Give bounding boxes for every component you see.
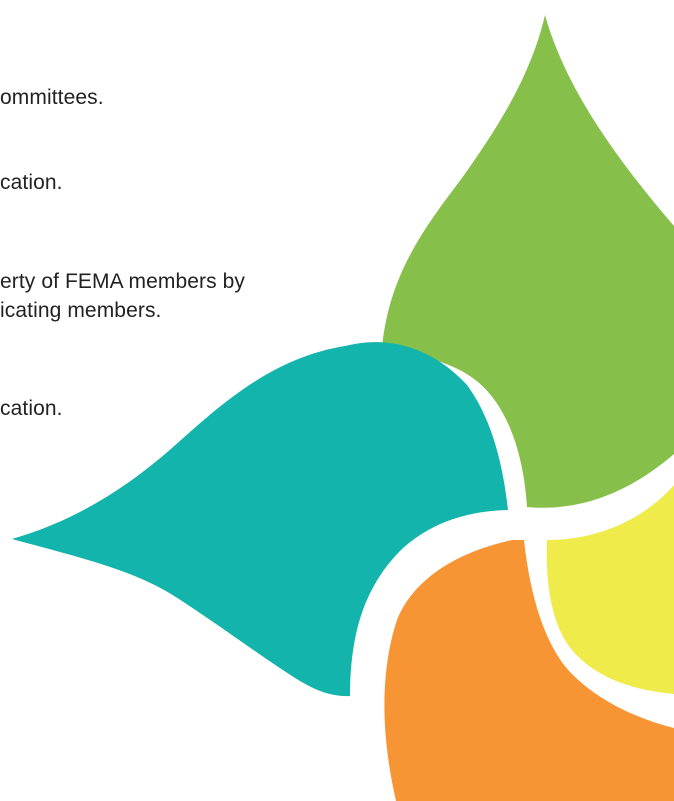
teal-petal [12,342,508,697]
text-line-fema-members: erty of FEMA members by [0,270,246,293]
green-petal [382,15,674,508]
orange-petal [384,540,674,801]
yellow-petal [546,485,674,694]
text-line-cation-2: cation. [0,397,63,420]
text-line-cation-1: cation. [0,171,63,194]
text-line-committees: ommittees. [0,86,104,109]
text-line-icating-members: icating members. [0,299,162,322]
